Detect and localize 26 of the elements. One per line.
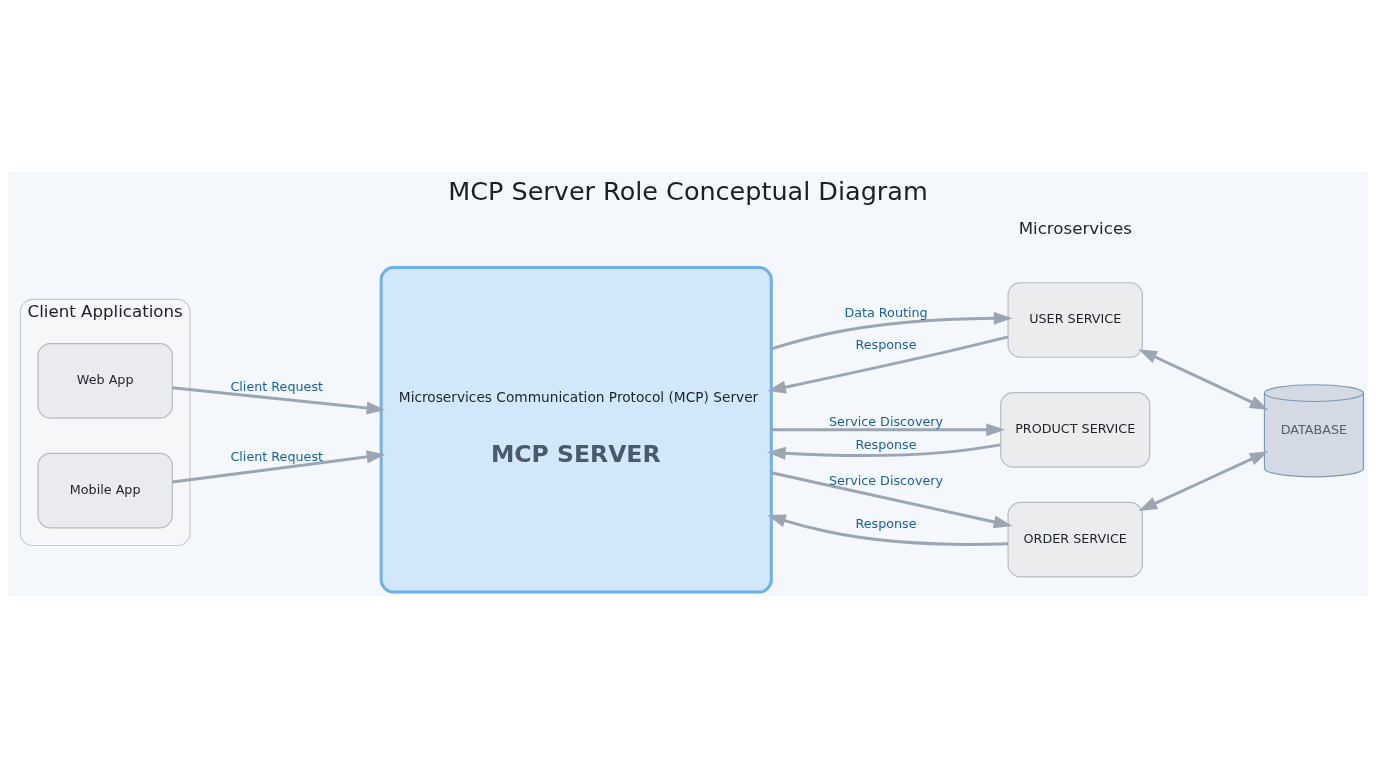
arrow bbox=[767, 443, 1001, 460]
arrow bbox=[172, 450, 386, 484]
node-box: Microservices Communication Protocol (MCP) Server MCP SERVER bbox=[379, 266, 773, 594]
edge-label: Data Routing bbox=[844, 304, 928, 320]
edge-label: Client Request bbox=[230, 379, 324, 395]
node-box: Mobile App bbox=[37, 452, 173, 529]
arrow bbox=[1138, 451, 1269, 512]
edge-label: Service Discovery bbox=[829, 473, 944, 489]
diagram-title: MCP Server Role Conceptual Diagram bbox=[448, 176, 928, 207]
node-box: PRODUCT SERVICE bbox=[1000, 392, 1151, 468]
arrow bbox=[770, 311, 1013, 351]
edge-label: Client Request bbox=[230, 448, 324, 464]
edge-label: Response bbox=[855, 336, 917, 352]
node-box: ORDER SERVICE bbox=[1007, 501, 1143, 578]
arrow bbox=[172, 386, 386, 415]
arrow bbox=[1138, 349, 1269, 410]
edge-label: Response bbox=[855, 436, 917, 452]
edge-label: Response bbox=[855, 516, 917, 532]
arrow bbox=[767, 514, 1008, 546]
edge-label: Service Discovery bbox=[829, 414, 944, 430]
arrow bbox=[767, 335, 1009, 394]
node-box: Web App bbox=[37, 342, 173, 419]
label: Microservices bbox=[1018, 218, 1132, 238]
arrow bbox=[771, 423, 1005, 437]
node-box: USER SERVICE bbox=[1007, 282, 1143, 358]
arrow bbox=[771, 471, 1013, 529]
